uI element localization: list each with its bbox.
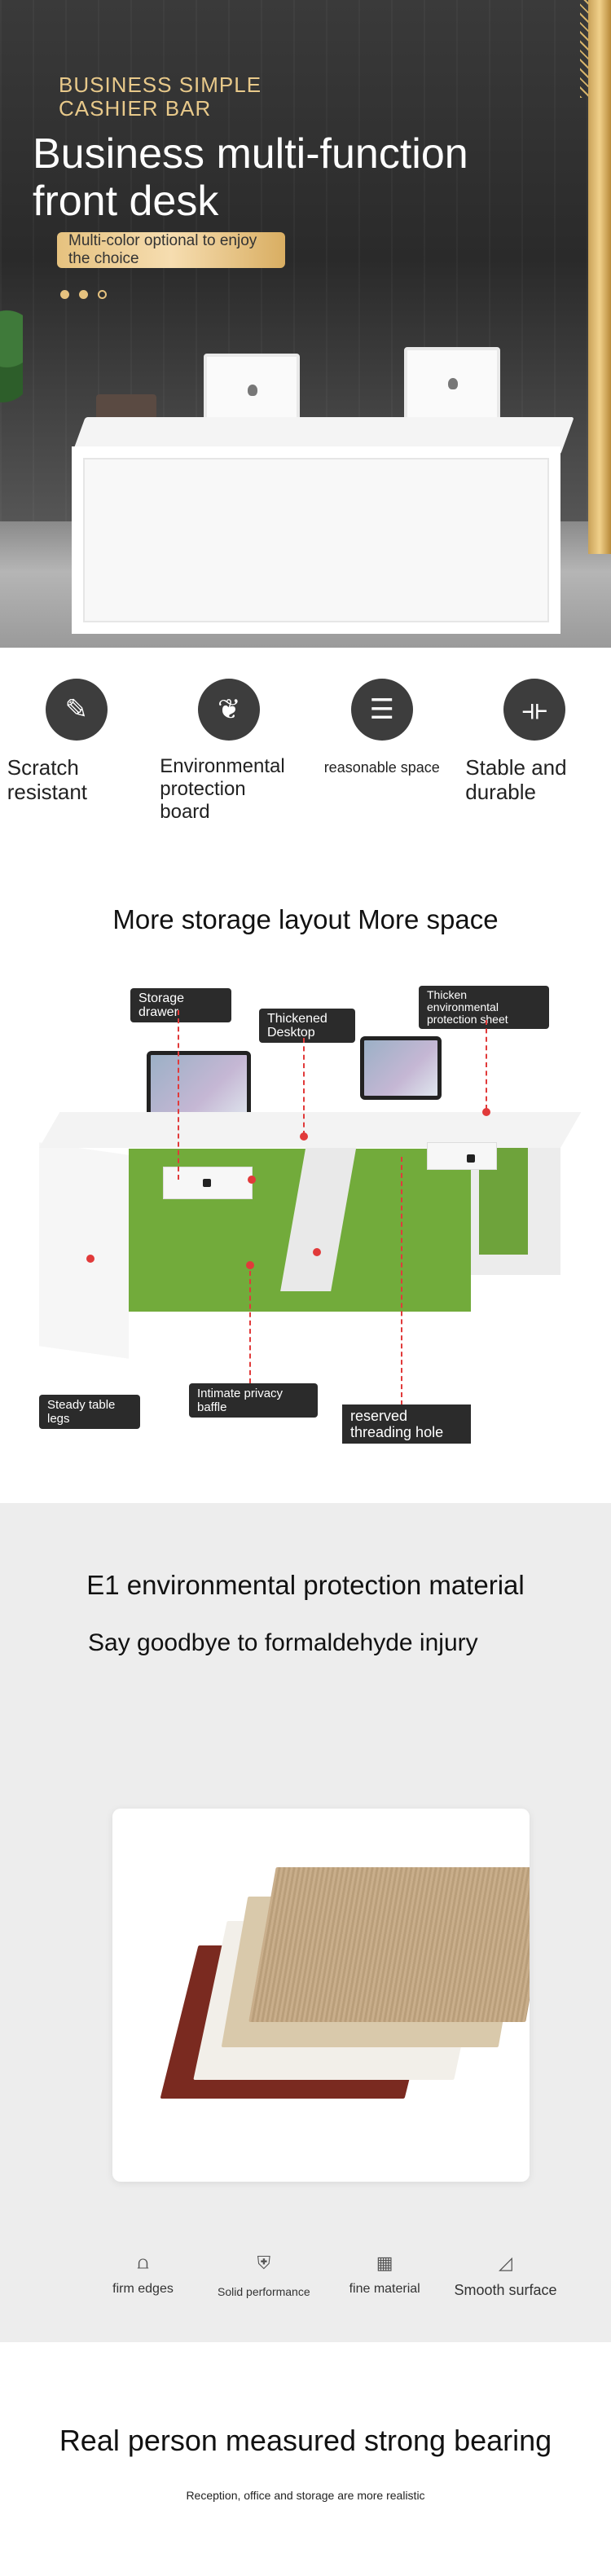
edges-icon: ⩍: [137, 2253, 149, 2273]
pen-icon: ✎: [45, 679, 108, 741]
grid-icon: ▦: [376, 2253, 393, 2273]
marker-dot: [86, 1255, 95, 1263]
e1-icon-label: Solid performance: [218, 2285, 310, 2298]
callout-line: [303, 1038, 305, 1136]
shield-icon: ⛨: [257, 2253, 271, 2273]
hero-banner: BUSINESS SIMPLE CASHIER BAR Business mul…: [0, 0, 611, 648]
board-layers-image: [112, 1809, 530, 2182]
table-leg-left: [39, 1142, 129, 1359]
storage-title: More storage layout More space: [112, 904, 499, 934]
callout-line: [178, 1010, 179, 1180]
marker-dot: [313, 1248, 321, 1256]
carousel-dots: [60, 290, 107, 299]
e1-icon-item: ⛨ Solid performance: [209, 2253, 319, 2299]
e1-subtitle: Say goodbye to formaldehyde injury: [88, 1629, 478, 1656]
e1-icon-label: firm edges: [112, 2282, 174, 2296]
callout-baffle: Intimate privacy baffle: [189, 1383, 318, 1418]
storage-drawer: [163, 1167, 253, 1199]
carousel-dot-active[interactable]: [79, 290, 88, 299]
feature-item: ⟛ Stable and durable: [465, 679, 604, 820]
storage-icon: ☰: [350, 679, 413, 741]
monitor-right: [404, 347, 500, 422]
feature-item: ✎ Scratch resistant: [7, 679, 146, 820]
marker-dot: [300, 1132, 308, 1141]
feature-item: ☰ reasonable space: [313, 679, 451, 820]
e1-icon-label: fine material: [349, 2282, 420, 2296]
hero-pill: Multi-color optional to enjoy the choice: [57, 232, 285, 268]
e1-icon-item: ◿ Smooth surface: [451, 2253, 560, 2299]
e1-icons-row: ⩍ firm edges ⛨ Solid performance ▦ fine …: [88, 2253, 560, 2299]
hero-title: Business multi-function front desk: [33, 130, 468, 225]
e1-icon-item: ⩍ firm edges: [88, 2253, 198, 2299]
feature-label: Environmental protection board: [160, 755, 285, 823]
callout-line: [249, 1271, 251, 1383]
surface-icon: ◿: [499, 2253, 512, 2273]
feature-label: Stable and durable: [465, 755, 567, 804]
gold-lattice: [580, 0, 588, 98]
dumbbell-icon: ⟛: [503, 679, 566, 741]
layer-wood: [248, 1867, 530, 2022]
plant-decoration: [0, 293, 23, 407]
monitor-right: [360, 1036, 442, 1100]
e1-icon-item: ▦ fine material: [330, 2253, 440, 2299]
feature-item: ❦ Environmental protection board: [160, 679, 298, 823]
carousel-dot[interactable]: [60, 290, 69, 299]
callout-hole: reserved threading hole: [342, 1404, 471, 1444]
feature-strip: ✎ Scratch resistant ❦ Environmental prot…: [0, 648, 611, 823]
callout-legs: Steady table legs: [39, 1395, 140, 1429]
marker-dot: [482, 1108, 490, 1116]
e1-icon-label: Smooth surface: [454, 2282, 557, 2298]
bearing-title: Real person measured strong bearing: [59, 2424, 552, 2457]
desk-top: [39, 1112, 582, 1148]
desk-front-panel: [72, 446, 560, 634]
hero-kicker: BUSINESS SIMPLE CASHIER BAR: [59, 73, 262, 121]
feature-label: reasonable space: [323, 759, 440, 776]
bearing-section: Real person measured strong bearing Rece…: [0, 2342, 611, 2576]
callout-sheet: Thicken environmental protection sheet: [419, 986, 549, 1029]
callout-desktop: Thickened Desktop: [259, 1009, 355, 1043]
storage-drawer: [427, 1142, 497, 1170]
callout-line: [401, 1157, 402, 1405]
e1-section: E1 environmental protection material Say…: [0, 1503, 611, 2342]
bearing-subtitle: Reception, office and storage are more r…: [186, 2489, 425, 2502]
marker-dot: [246, 1261, 254, 1269]
carousel-dot[interactable]: [98, 290, 107, 299]
marker-dot: [248, 1176, 256, 1184]
callout-drawer: Storage drawer: [130, 988, 231, 1022]
gold-pillar: [588, 0, 611, 554]
e1-title: E1 environmental protection material: [86, 1570, 525, 1600]
feature-label: Scratch resistant: [7, 755, 88, 804]
leaf-icon: ❦: [198, 679, 261, 741]
callout-line: [486, 1020, 487, 1110]
